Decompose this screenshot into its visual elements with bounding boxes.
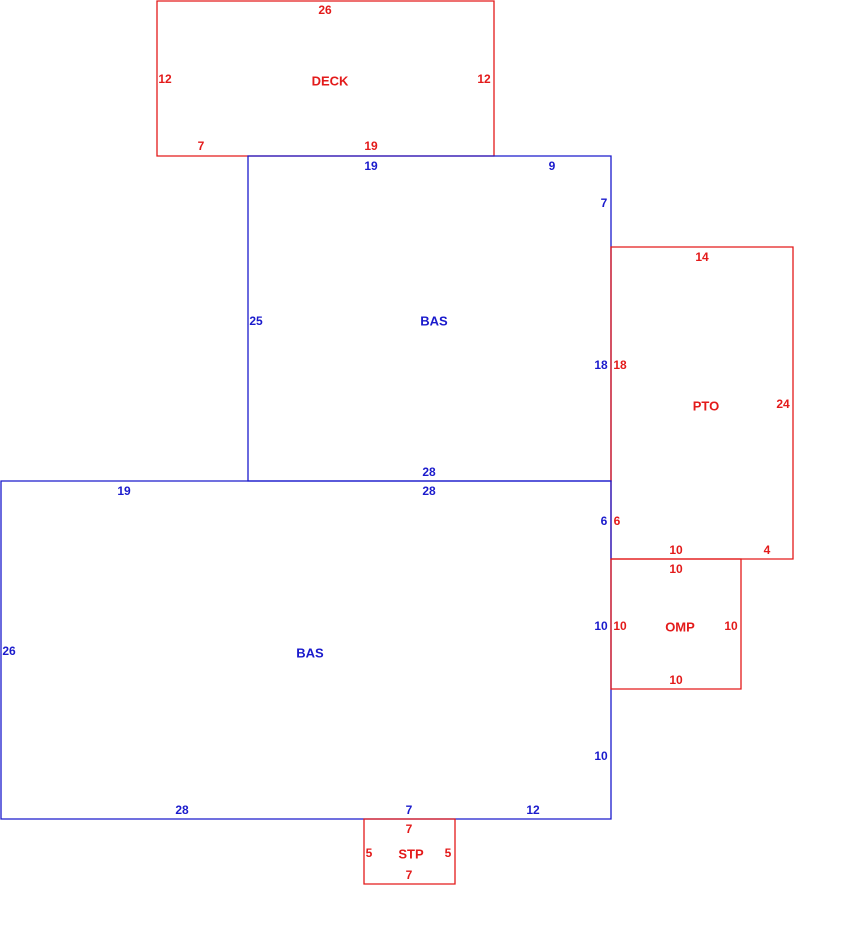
pto-dim-bottom-right: 4	[764, 543, 771, 557]
stp-area: STP 7 5 5 7	[363, 818, 456, 885]
stp-label: STP	[398, 846, 424, 861]
upper-bas-dim-top-right: 9	[549, 159, 556, 173]
pto-dim-left-top: 18	[613, 358, 627, 372]
lower-bas-outline	[0, 480, 612, 820]
pto-area: PTO 14 18 24 6 10 4	[610, 246, 794, 560]
stp-dim-left: 5	[366, 846, 373, 860]
pto-dim-left-bottom: 6	[614, 514, 621, 528]
lower-bas-label: BAS	[296, 645, 324, 660]
lower-bas-dim-right-middle: 10	[594, 619, 608, 633]
pto-dim-top: 14	[695, 250, 709, 264]
omp-dim-right: 10	[724, 619, 738, 633]
stp-dim-bottom: 7	[406, 868, 413, 882]
deck-area: DECK 26 12 12 7 19	[156, 0, 495, 157]
omp-label: OMP	[665, 619, 695, 634]
deck-dim-left: 12	[158, 72, 172, 86]
lower-bas-dim-top-left: 19	[117, 484, 131, 498]
stp-dim-top: 7	[406, 822, 413, 836]
upper-bas-area: BAS 19 9 7 25 18 28	[247, 155, 612, 482]
deck-label: DECK	[312, 73, 349, 88]
deck-dim-right: 12	[477, 72, 491, 86]
upper-bas-dim-right: 18	[594, 358, 608, 372]
lower-bas-dim-right-top: 6	[601, 514, 608, 528]
pto-label: PTO	[693, 398, 720, 413]
stp-dim-right: 5	[445, 846, 452, 860]
lower-bas-dim-right-bottom: 10	[594, 749, 608, 763]
upper-bas-dim-bottom: 28	[422, 465, 436, 479]
deck-dim-bottom-left: 7	[198, 139, 205, 153]
upper-bas-dim-top-left: 19	[364, 159, 378, 173]
upper-bas-dim-right-top: 7	[601, 196, 608, 210]
upper-bas-label: BAS	[420, 313, 448, 328]
stp-outline	[363, 818, 456, 885]
omp-dim-bottom: 10	[669, 673, 683, 687]
deck-dim-bottom-right: 19	[364, 139, 378, 153]
pto-outline	[610, 246, 794, 560]
omp-dim-left: 10	[613, 619, 627, 633]
omp-dim-top: 10	[669, 562, 683, 576]
lower-bas-dim-bottom-left: 28	[175, 803, 189, 817]
lower-bas-dim-bottom-middle: 7	[406, 803, 413, 817]
lower-bas-area: BAS 19 28 6 26 10 10 28 7 12	[0, 480, 612, 820]
pto-dim-bottom-left: 10	[669, 543, 683, 557]
lower-bas-dim-bottom-right: 12	[526, 803, 540, 817]
omp-outline	[610, 558, 742, 690]
lower-bas-dim-top-right: 28	[422, 484, 436, 498]
lower-bas-dim-left: 26	[2, 644, 16, 658]
upper-bas-dim-left: 25	[249, 314, 263, 328]
omp-area: OMP 10 10 10 10	[610, 558, 742, 690]
pto-dim-right: 24	[776, 397, 790, 411]
deck-dim-top: 26	[318, 3, 332, 17]
